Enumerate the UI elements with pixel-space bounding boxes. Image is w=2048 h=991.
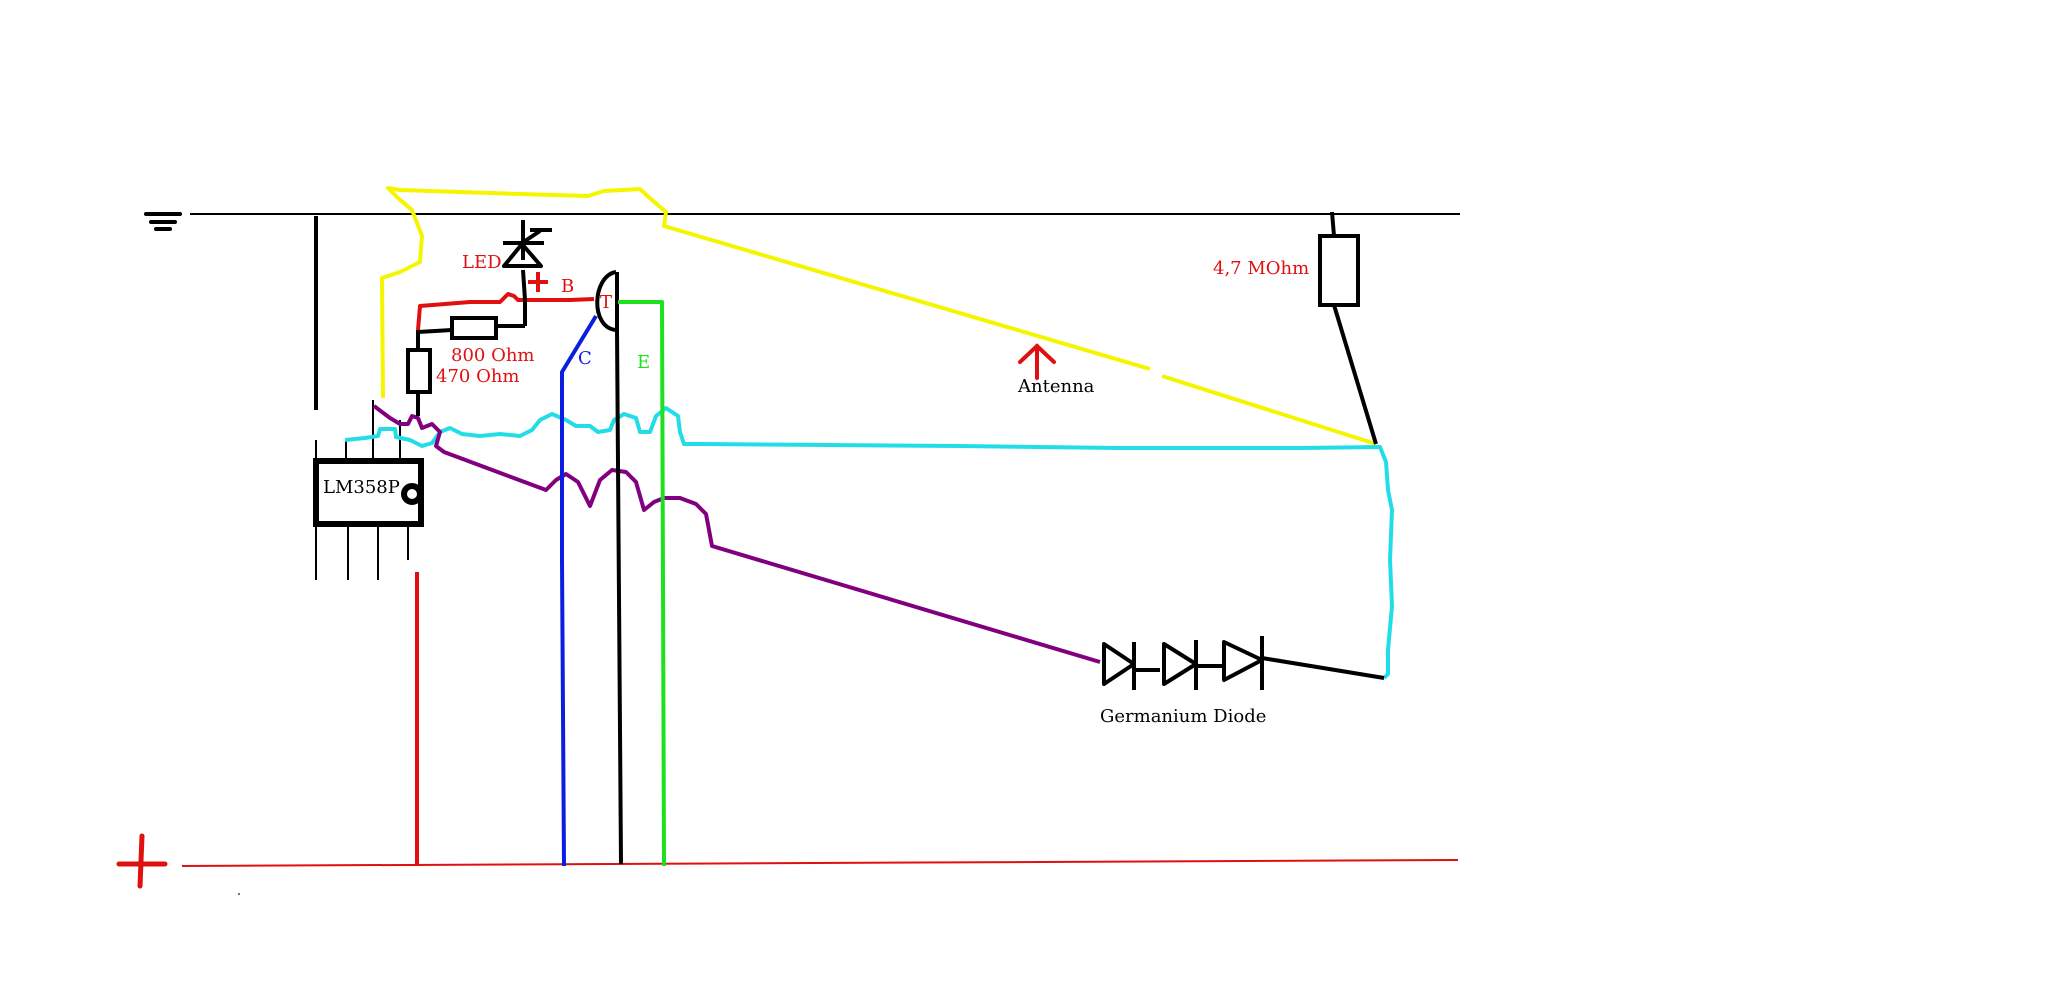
label-antenna: Antenna	[1017, 376, 1095, 397]
label-4-7-mohm: 4,7 MOhm	[1213, 258, 1309, 279]
purple-wire	[372, 404, 1101, 664]
stray-dot	[238, 893, 240, 895]
ic-lm358p	[313, 400, 424, 580]
plus-symbol	[116, 833, 168, 889]
resistor-4-7-mohm	[1318, 211, 1378, 445]
germanium-diodes	[1102, 636, 1385, 690]
label-emitter: E	[637, 352, 650, 373]
ground-symbol	[144, 212, 182, 231]
base-wire-red	[416, 292, 595, 331]
emitter-wire-green	[618, 300, 666, 867]
cyan-wire	[344, 406, 1394, 680]
led-plus-mark	[528, 272, 548, 292]
label-collector: C	[578, 348, 592, 369]
antenna-arrow-icon	[1018, 343, 1056, 380]
led-resistor-wires	[416, 220, 527, 416]
transistor-symbol	[595, 270, 623, 865]
label-ic: LM358P	[323, 477, 400, 498]
resistor-800-ohm	[450, 316, 498, 340]
positive-rail	[181, 859, 1459, 867]
collector-wire-blue	[560, 314, 598, 867]
label-led: LED	[462, 252, 502, 273]
antenna-wire-yellow	[380, 186, 1377, 446]
label-transistor: T	[600, 292, 612, 313]
label-800-ohm: 800 Ohm	[451, 345, 535, 366]
label-470-ohm: 470 Ohm	[436, 366, 520, 387]
label-germanium-diode: Germanium Diode	[1100, 706, 1266, 727]
resistor-470-ohm	[406, 348, 432, 394]
led-symbol	[502, 228, 552, 268]
label-base: B	[561, 276, 574, 297]
